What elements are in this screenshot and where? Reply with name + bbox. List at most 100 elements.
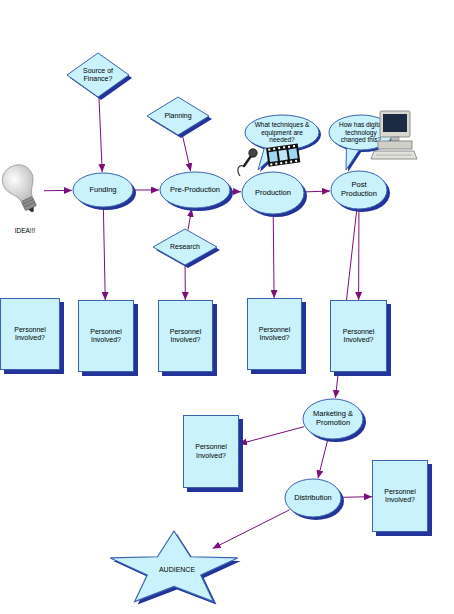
node-outline — [152, 228, 224, 280]
node-text: Marketing & Promotion — [306, 410, 360, 427]
node-text-area: Personnel Involved? — [1, 299, 59, 369]
node-text-area: Marketing & Promotion — [302, 398, 364, 440]
flow-arrow — [273, 215, 275, 298]
film-hole — [295, 160, 297, 162]
computer-keyboard — [371, 151, 417, 159]
node-text-area: Personnel Involved? — [79, 301, 133, 371]
personnel-box: Personnel Involved? — [330, 300, 387, 372]
node-text: What techniques & equipment are needed? — [253, 121, 311, 143]
flow-arrow — [342, 496, 372, 498]
node-text-area: Production — [241, 171, 305, 215]
idea-bulb: IDEA!!! — [0, 160, 50, 240]
node-text-area: What techniques & equipment are needed? — [244, 114, 320, 151]
process-ellipse: Production — [241, 171, 305, 215]
node-outline — [146, 96, 216, 150]
speech-bubble: How has digital technology changed this? — [328, 114, 394, 158]
node-outline — [159, 171, 237, 223]
node-text: Research — [170, 243, 200, 251]
flow-arrow — [358, 210, 359, 300]
node-text: Distribution — [294, 494, 332, 503]
node-text-area: Funding — [72, 172, 134, 208]
speech-bubble: What techniques & equipment are needed? — [244, 114, 320, 158]
node-text-area: Post Production — [330, 170, 388, 210]
personnel-box: Personnel Involved? — [158, 300, 213, 372]
node-text-area: AUDIENCE — [104, 526, 244, 610]
decision-diamond: Planning — [146, 96, 210, 136]
node-text: Personnel Involved? — [83, 328, 129, 344]
flow-arrow — [318, 440, 328, 479]
microphone-cable — [238, 166, 244, 176]
node-text: Personnel Involved? — [252, 326, 297, 342]
node-text-area: Personnel Involved? — [159, 301, 212, 371]
node-text: Personnel Involved? — [5, 326, 55, 342]
film-hole — [275, 163, 277, 165]
process-ellipse: Marketing & Promotion — [302, 398, 364, 440]
node-text-area: Distribution — [284, 478, 342, 518]
node-text: Personnel Involved? — [335, 328, 382, 344]
personnel-box: Personnel Involved? — [183, 415, 239, 488]
node-text: Personnel Involved? — [163, 328, 208, 344]
film-hole — [270, 163, 272, 165]
diamond-shape — [67, 53, 129, 97]
bulb-tip — [28, 207, 35, 213]
flow-arrow — [305, 191, 330, 193]
microphone-handle — [244, 156, 251, 166]
ellipse-shape — [73, 173, 133, 207]
node-text: Personnel Involved? — [188, 443, 234, 459]
ellipse-shape — [160, 172, 230, 208]
node-text-area: IDEA!!! — [0, 224, 50, 238]
node-text-area: Source of Finance? — [66, 52, 130, 98]
ellipse-shape — [303, 399, 363, 439]
process-ellipse: Funding — [72, 172, 134, 208]
ellipse-shape — [285, 479, 341, 517]
flow-arrow — [182, 133, 191, 171]
node-text: Post Production — [334, 181, 384, 198]
node-text-area: Personnel Involved? — [331, 301, 386, 371]
diamond-shape — [153, 229, 217, 265]
flow-arrow — [213, 510, 290, 549]
node-text: Source of Finance? — [78, 67, 118, 83]
personnel-box: Personnel Involved? — [0, 298, 60, 370]
node-text: IDEA!!! — [15, 227, 36, 234]
node-text-area: How has digital technology changed this? — [328, 114, 394, 151]
node-text: How has digital technology changed this? — [337, 121, 385, 143]
node-text-area: Planning — [146, 96, 210, 136]
node-text-area: Pre-Production — [159, 171, 231, 209]
flow-arrow — [134, 190, 159, 191]
bulb-base — [21, 197, 36, 211]
microphone-head — [249, 149, 257, 157]
process-ellipse: Pre-Production — [159, 171, 231, 209]
bubble-shape — [245, 115, 319, 150]
film-hole — [290, 161, 292, 163]
flow-arrow — [185, 266, 186, 300]
ellipse-shape — [331, 171, 387, 209]
flow-arrow — [44, 190, 72, 191]
node-text: Production — [255, 189, 291, 198]
node-text-area: Research — [152, 228, 218, 266]
decision-diamond: Research — [152, 228, 218, 266]
node-outline — [241, 171, 311, 229]
process-ellipse: Distribution — [284, 478, 342, 518]
node-text: Planning — [164, 112, 191, 120]
film-hole — [280, 162, 282, 164]
node-outline — [284, 478, 348, 532]
film-hole — [285, 161, 287, 163]
diamond-shape — [147, 97, 209, 135]
flow-arrow — [239, 427, 304, 444]
microphone-icon — [238, 149, 257, 176]
process-ellipse: Post Production — [330, 170, 388, 210]
node-text-area: Personnel Involved? — [248, 299, 301, 369]
light-bulb-icon — [2, 160, 44, 222]
decision-diamond: Source of Finance? — [66, 52, 130, 98]
node-text: AUDIENCE — [159, 566, 195, 574]
flow-arrow — [188, 209, 192, 230]
bulb-group — [0, 160, 47, 218]
bulb-thread — [24, 202, 35, 207]
node-text: Personnel Involved? — [377, 488, 423, 504]
ellipse-shape — [242, 172, 304, 214]
audience-star: AUDIENCE — [104, 526, 244, 610]
node-outline — [72, 172, 140, 222]
personnel-box: Personnel Involved? — [247, 298, 302, 370]
node-text: Pre-Production — [170, 186, 220, 195]
